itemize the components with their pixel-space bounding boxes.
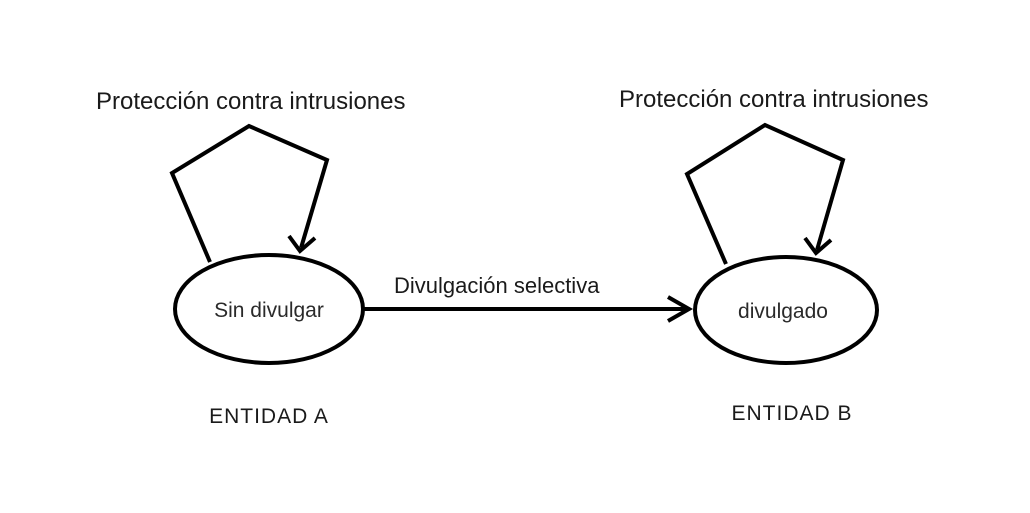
entity-b-label: ENTIDAD B — [731, 402, 852, 425]
self-loop-arrowhead-a — [287, 234, 317, 254]
state-node-unrevealed-label: Sin divulgar — [214, 299, 324, 322]
self-loop-entity-a — [169, 123, 330, 263]
entity-a-label: ENTIDAD A — [209, 405, 329, 428]
self-loop-arrowhead-b — [803, 236, 833, 256]
state-node-revealed-label: divulgado — [738, 300, 828, 323]
self-loop-entity-b — [684, 122, 846, 265]
loop-label-entity-b: Protección contra intrusiones — [619, 86, 929, 113]
loop-label-entity-a: Protección contra intrusiones — [96, 88, 406, 115]
state-node-unrevealed — [173, 253, 365, 365]
transition-label: Divulgación selectiva — [394, 273, 600, 298]
state-node-revealed — [693, 255, 879, 365]
transition-arrowhead — [667, 295, 694, 323]
